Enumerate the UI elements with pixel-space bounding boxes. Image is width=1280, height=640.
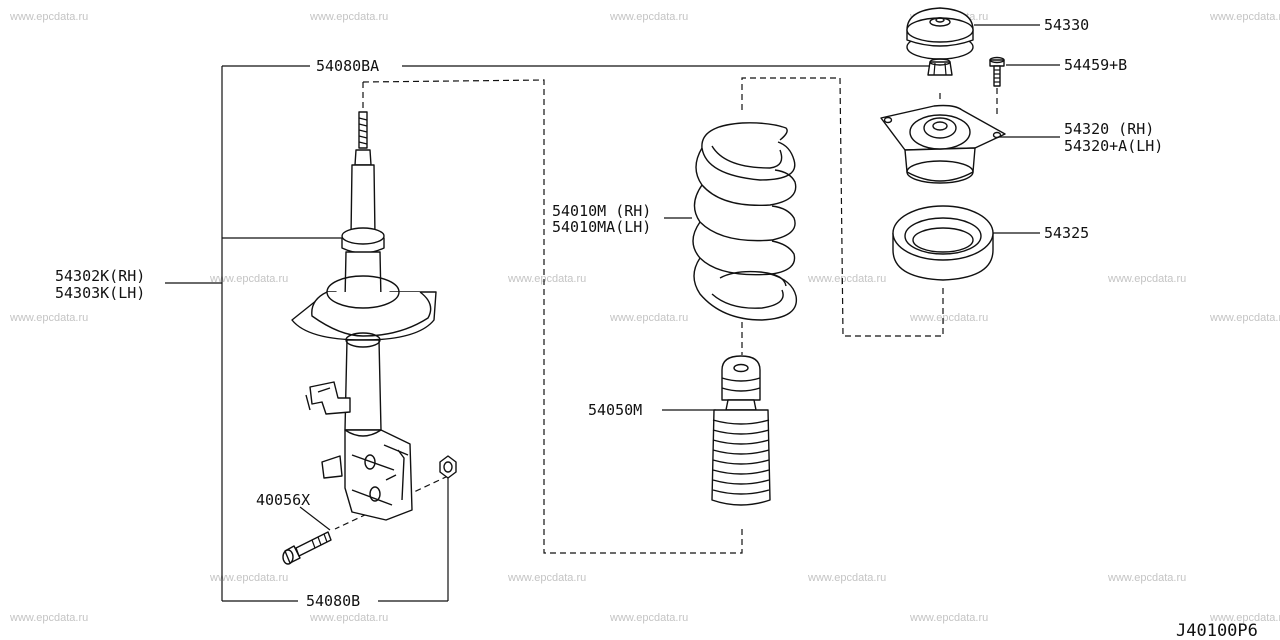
label-bound-bumper: 54050M: [588, 401, 642, 419]
label-strut-kit: 54080BA: [316, 57, 379, 75]
label-upper-mount-cap: 54330: [1044, 16, 1089, 34]
bound-bumper: [711, 355, 771, 506]
part-labels: 54330 54459+B 54320 (RH) 54320+A(LH) 543…: [55, 16, 1163, 610]
watermark: www.epcdata.ru: [609, 612, 688, 624]
upper-mount-cap: [906, 7, 974, 60]
strut-mount: [880, 104, 1006, 184]
mount-bolt: [989, 56, 1005, 87]
mount-nut: [927, 58, 953, 76]
watermark: www.epcdata.ru: [1107, 273, 1186, 285]
diagram-code: J40100P6: [1176, 621, 1258, 640]
watermark: www.epcdata.ru: [1209, 612, 1280, 624]
watermark: www.epcdata.ru: [309, 612, 388, 624]
watermark: www.epcdata.ru: [507, 273, 586, 285]
watermark: www.epcdata.ru: [9, 312, 88, 324]
leader-lines: [165, 24, 1060, 602]
watermark: www.epcdata.ru: [1209, 312, 1280, 324]
watermark-layer: www.epcdata.ru www.epcdata.ru www.epcdat…: [9, 11, 1280, 624]
label-strut-nut-kit: 54080B: [306, 592, 360, 610]
watermark: www.epcdata.ru: [1209, 11, 1280, 23]
label-strut-bolt: 40056X: [256, 491, 310, 509]
watermark: www.epcdata.ru: [807, 273, 886, 285]
strut-nut: [439, 455, 457, 479]
watermark: www.epcdata.ru: [507, 572, 586, 584]
label-spring-lh: 54010MA(LH): [552, 218, 651, 236]
label-spring-seat: 54325: [1044, 224, 1089, 242]
strut-bolt: [282, 531, 332, 565]
watermark: www.epcdata.ru: [9, 11, 88, 23]
label-strut-lh: 54303K(LH): [55, 284, 145, 302]
watermark: www.epcdata.ru: [609, 312, 688, 324]
watermark: www.epcdata.ru: [909, 612, 988, 624]
watermark: www.epcdata.ru: [807, 572, 886, 584]
watermark: www.epcdata.ru: [309, 11, 388, 23]
label-mount-lh: 54320+A(LH): [1064, 137, 1163, 155]
strut-assembly: [291, 111, 437, 521]
watermark: www.epcdata.ru: [1107, 572, 1186, 584]
label-spring-rh: 54010M (RH): [552, 202, 651, 220]
label-mount-bolt: 54459+B: [1064, 56, 1127, 74]
watermark: www.epcdata.ru: [909, 312, 988, 324]
watermark: www.epcdata.ru: [209, 273, 288, 285]
watermark: www.epcdata.ru: [209, 572, 288, 584]
label-mount-rh: 54320 (RH): [1064, 120, 1154, 138]
spring-seat: [892, 205, 994, 281]
watermark: www.epcdata.ru: [9, 612, 88, 624]
coil-spring: [692, 122, 798, 321]
label-strut-rh: 54302K(RH): [55, 267, 145, 285]
watermark: www.epcdata.ru: [609, 11, 688, 23]
